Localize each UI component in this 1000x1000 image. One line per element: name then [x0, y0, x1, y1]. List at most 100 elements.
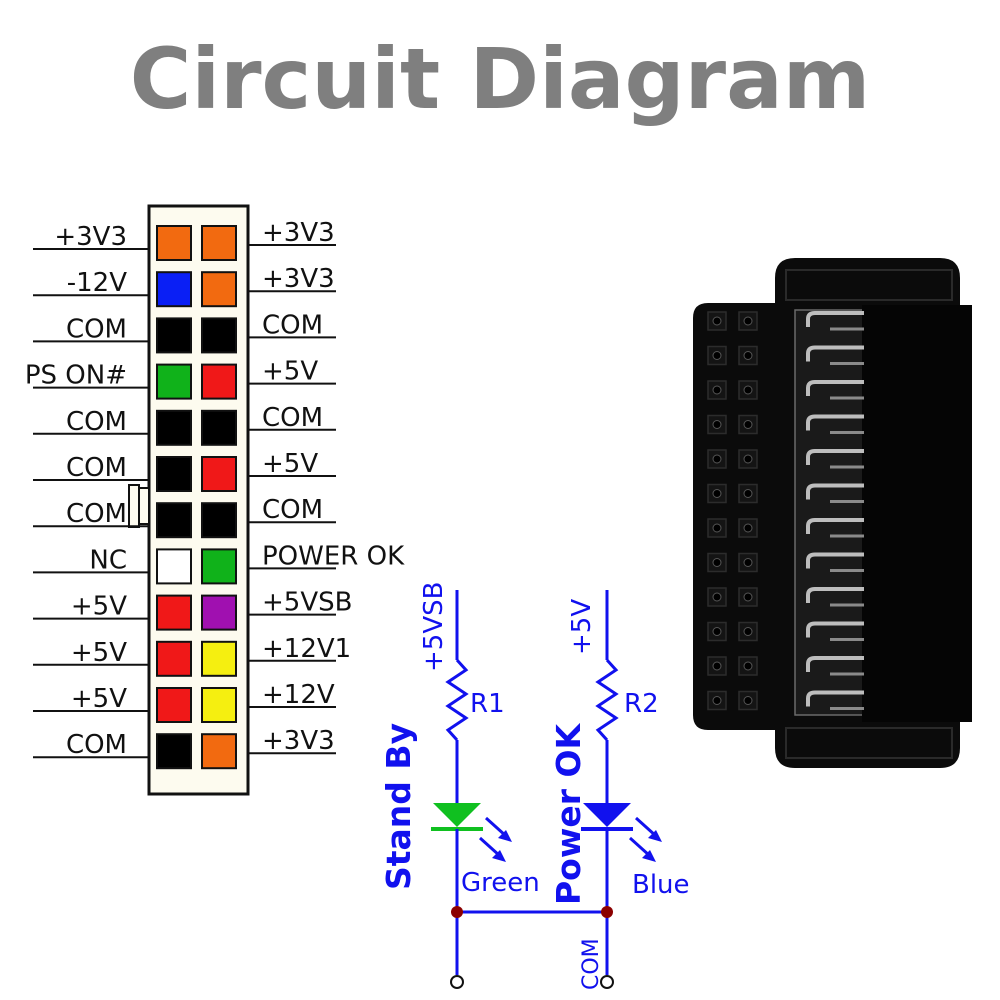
pin-right-label: POWER OK	[262, 541, 405, 571]
board-bottom-rim	[785, 727, 953, 759]
pin-left-label: COM	[66, 730, 127, 760]
r1-label: R1	[470, 689, 505, 719]
pin-left-label: -12V	[67, 268, 127, 298]
bent-pin	[806, 449, 864, 465]
pin-right-label: +3V3	[262, 264, 335, 294]
bent-pin	[806, 414, 864, 431]
pin-left-label: COM	[66, 407, 127, 437]
supply-right-label: +5V	[567, 599, 597, 655]
pin-right-label: +3V3	[262, 726, 335, 756]
board-top-rim	[785, 269, 953, 301]
light-arrow-head	[642, 850, 656, 862]
pin-right-1	[201, 225, 237, 261]
pin-left-6	[156, 456, 192, 492]
pin-right-12	[201, 733, 237, 770]
light-arrow	[478, 836, 502, 858]
pin-right-8	[201, 548, 237, 585]
resistor-r1	[445, 658, 469, 742]
light-arrow	[628, 836, 652, 858]
pin-right-label: +5VSB	[262, 588, 352, 618]
pin-right-label: +5V	[262, 357, 318, 387]
bent-pin	[806, 587, 864, 603]
pin-right-label: +12V	[262, 680, 335, 710]
pin-hole-center	[712, 351, 722, 360]
pin-hole-center	[743, 385, 753, 395]
led-green	[433, 803, 481, 827]
pin-left-1	[156, 225, 192, 261]
light-arrow-head	[498, 830, 512, 842]
junction-dot	[601, 906, 613, 918]
pin-left-8	[156, 548, 192, 585]
pin-hole-center	[712, 489, 722, 498]
pin-right-label: COM	[262, 310, 323, 340]
pin-right-label: +12V1	[262, 634, 351, 664]
adapter-board	[693, 258, 972, 768]
pin-left-label: +3V3	[54, 222, 127, 252]
pin-right-label: COM	[262, 495, 323, 525]
pin-left-10	[156, 640, 192, 677]
bent-pin	[806, 621, 864, 638]
led-blue	[583, 803, 631, 827]
bent-pin	[806, 518, 864, 534]
bent-pin	[806, 656, 864, 672]
bent-pin	[806, 345, 864, 362]
pin-hole-center	[743, 523, 753, 533]
terminal-left	[450, 975, 464, 989]
light-arrow	[634, 816, 658, 838]
pin-hole-center	[712, 696, 722, 705]
pin-left-label: +5V	[71, 684, 127, 714]
connector-latch-tab	[138, 487, 150, 525]
pin-left-4	[156, 363, 192, 400]
supply-left-label: +5VSB	[419, 582, 449, 672]
bent-pin	[806, 690, 864, 707]
light-arrow-head	[492, 850, 506, 862]
pin-hole-center	[743, 454, 753, 464]
pin-left-label: COM	[66, 314, 127, 344]
led-right-label: Power OK	[549, 722, 588, 905]
pin-left-11	[156, 687, 192, 723]
bent-pin	[806, 311, 864, 327]
pin-hole-grid	[707, 311, 758, 711]
led-right-color-label: Blue	[632, 870, 690, 900]
light-arrow	[484, 816, 508, 838]
pin-hole-center	[743, 351, 753, 360]
bent-pin	[806, 380, 864, 396]
pin-window	[794, 309, 868, 716]
pin-hole-center	[712, 454, 722, 464]
pin-left-label: PS ON#	[25, 361, 127, 391]
pin-right-4	[201, 363, 237, 400]
pin-left-5	[156, 409, 192, 446]
pin-left-label: COM	[66, 499, 127, 529]
pin-right-11	[201, 687, 237, 723]
pin-right-10	[201, 640, 237, 677]
pin-hole-center	[712, 523, 722, 533]
ground-label: COM	[579, 938, 604, 990]
pin-hole-center	[712, 627, 722, 636]
pin-hole-center	[743, 696, 753, 705]
pin-left-label: +5V	[71, 638, 127, 668]
pin-right-label: +3V3	[262, 218, 335, 248]
pin-right-6	[201, 456, 237, 492]
pin-hole-center	[712, 385, 722, 395]
pin-left-9	[156, 594, 192, 631]
pin-right-7	[201, 502, 237, 539]
bent-pins	[806, 311, 864, 710]
pin-hole-center	[712, 661, 722, 671]
pin-hole-center	[743, 592, 753, 602]
pin-hole-center	[743, 627, 753, 636]
pin-left-7	[156, 502, 192, 539]
connector-latch	[128, 484, 140, 528]
pin-hole-center	[712, 558, 722, 567]
led-left-label: Stand By	[379, 723, 418, 890]
pin-hole-center	[712, 592, 722, 602]
pin-right-label: +5V	[262, 449, 318, 479]
pin-hole-center	[743, 420, 753, 429]
pin-right-3	[201, 317, 237, 354]
junction-dot	[451, 906, 463, 918]
pin-left-12	[156, 733, 192, 770]
pin-right-5	[201, 409, 237, 446]
pin-right-2	[201, 271, 237, 308]
led-left-color-label: Green	[461, 868, 540, 898]
bent-pin	[806, 483, 864, 500]
led-circuit: +5VSB +5V R1 R2 Stand By Power OK Green …	[379, 582, 690, 990]
